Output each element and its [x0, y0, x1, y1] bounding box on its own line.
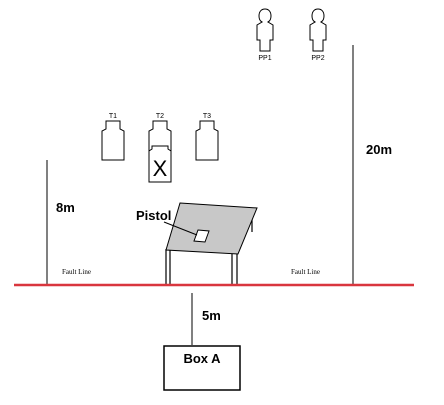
start-box: [163, 345, 241, 391]
popper-pp1: PP1: [256, 8, 274, 62]
distance-5m-label: 5m: [202, 308, 221, 323]
table-top: [165, 202, 258, 255]
t3-label: T3: [203, 113, 211, 120]
fault-line-left-label: Fault Line: [62, 268, 91, 276]
no-shoot-target: [148, 145, 172, 183]
popper-pp2: PP2: [309, 8, 327, 62]
target-t1: T1: [101, 113, 125, 161]
table: [165, 202, 258, 284]
distance-20m-label: 20m: [366, 142, 392, 157]
start-box-label: Box A: [183, 351, 221, 366]
pp1-label: PP1: [258, 55, 271, 62]
fault-line-right-label: Fault Line: [291, 268, 320, 276]
no-shoot-mark: X: [153, 156, 168, 181]
t2-label: T2: [156, 113, 164, 120]
distance-8m-label: 8m: [56, 200, 75, 215]
pistol-pointer: [163, 221, 198, 236]
pistol-marker: [193, 229, 210, 243]
target-t3: T3: [195, 113, 219, 161]
pp2-label: PP2: [311, 55, 324, 62]
target-t2: T2 X: [148, 113, 172, 183]
pistol-label: Pistol: [136, 208, 171, 223]
t1-label: T1: [109, 113, 117, 120]
